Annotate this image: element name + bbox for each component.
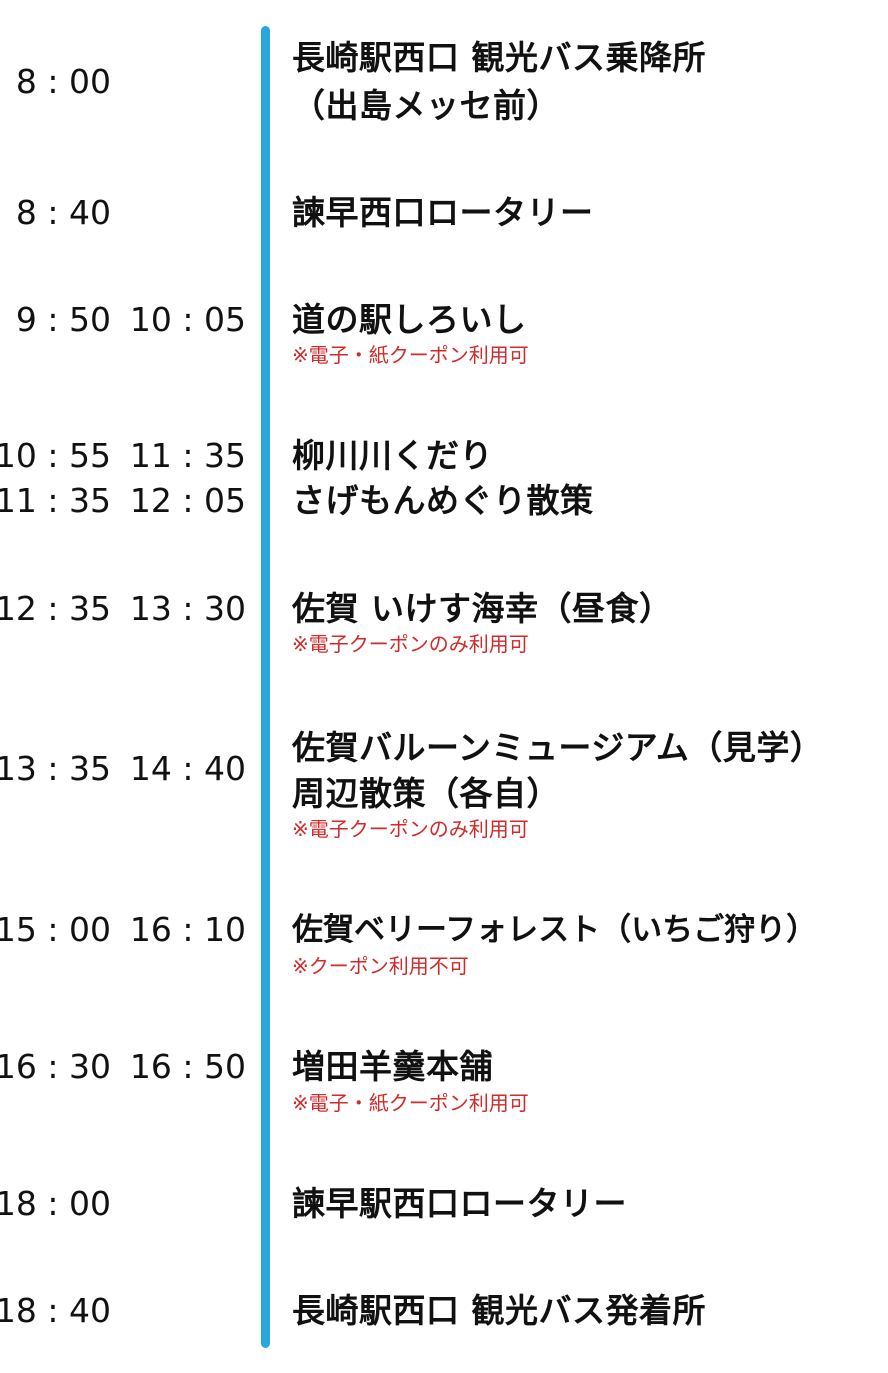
timeline-bar [261,26,270,1348]
arrival-time: 18 : 40 [0,1291,111,1330]
coupon-note: ※電子・紙クーポン利用可 [292,1091,529,1115]
arrival-time: 16 : 30 [0,1047,111,1086]
arrival-time: 9 : 50 [15,300,111,339]
stop-name: さげもんめぐり散策 [292,481,594,520]
stop-name: 増田羊羹本舗 [292,1047,493,1086]
arrival-time: 11 : 35 [0,481,111,520]
stop-name: 諫早駅西口ロータリー [292,1184,627,1223]
departure-time: 16 : 50 [129,1047,246,1086]
stop-name: 長崎駅西口 観光バス発着所 [292,1291,706,1330]
stop-name-line2: 周辺散策（各自） [292,774,560,813]
coupon-note: ※電子・紙クーポン利用可 [292,343,529,367]
stop-name: 長崎駅西口 観光バス乗降所 [292,38,706,77]
stop-name-line2: （出島メッセ前） [292,86,560,125]
stop-name: 諫早西口ロータリー [292,193,594,232]
arrival-time: 15 : 00 [0,910,111,949]
arrival-time: 13 : 35 [0,749,111,788]
stop-name: 佐賀 いけす海幸（昼食） [292,589,673,628]
departure-time: 16 : 10 [129,910,246,949]
stop-name: 佐賀バルーンミュージアム（見学） [292,728,824,767]
arrival-time: 10 : 55 [0,436,111,475]
departure-time: 13 : 30 [129,589,246,628]
arrival-time: 8 : 40 [15,193,111,232]
arrival-time: 12 : 35 [0,589,111,628]
departure-time: 12 : 05 [129,481,246,520]
departure-time: 11 : 35 [129,436,246,475]
stop-name: 柳川川くだり [292,436,493,475]
arrival-time: 8 : 00 [15,62,111,101]
departure-time: 14 : 40 [129,749,246,788]
coupon-note: ※電子クーポンのみ利用可 [292,817,529,841]
arrival-time: 18 : 00 [0,1184,111,1223]
stop-name: 道の駅しろいし [292,300,527,339]
stop-name: 佐賀ベリーフォレスト（いちご狩り） [292,912,818,948]
coupon-note: ※電子クーポンのみ利用可 [292,632,529,656]
departure-time: 10 : 05 [129,300,246,339]
coupon-note: ※クーポン利用不可 [292,954,469,978]
